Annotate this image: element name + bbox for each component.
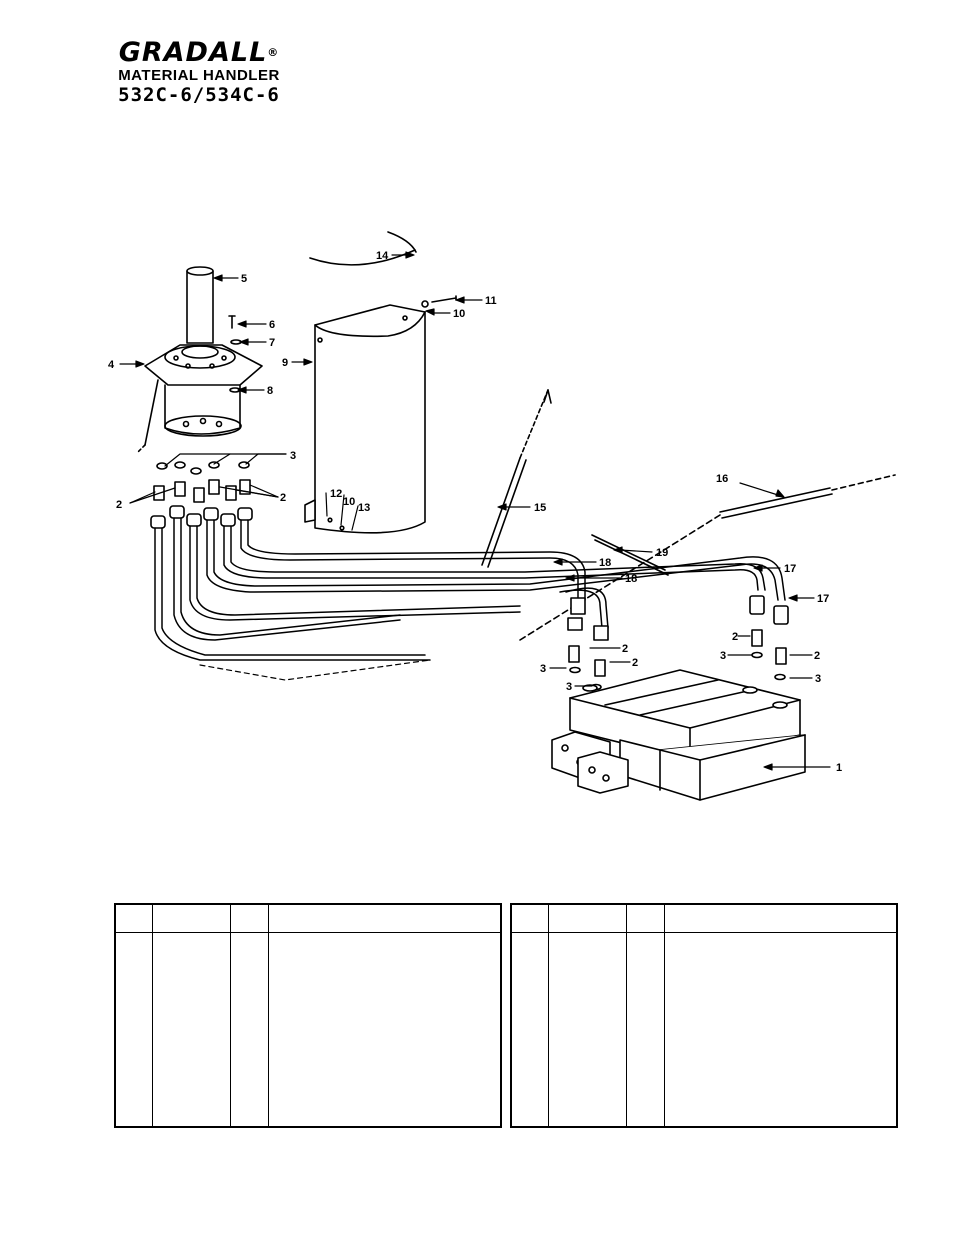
part-17-fittings bbox=[749, 595, 789, 625]
callout-5: 5 bbox=[241, 273, 247, 285]
table-column-divider bbox=[548, 905, 549, 1126]
part-14-retainer bbox=[309, 231, 417, 266]
table-column-divider bbox=[152, 905, 153, 1126]
callout-2c: 2 bbox=[622, 643, 628, 655]
part-4-swivel-base bbox=[137, 344, 263, 453]
hydraulic-lines bbox=[154, 517, 786, 661]
table-header-divider bbox=[512, 932, 896, 933]
part-9-shield bbox=[304, 304, 426, 534]
callout-18: 18 bbox=[599, 557, 611, 569]
part-5-column bbox=[186, 266, 214, 344]
callout-2d: 2 bbox=[632, 657, 638, 669]
part-16-cable bbox=[519, 474, 896, 641]
callout-13: 13 bbox=[358, 502, 370, 514]
callout-2e: 2 bbox=[732, 631, 738, 643]
callout-10: 10 bbox=[453, 308, 465, 320]
table-column-divider bbox=[268, 905, 269, 1126]
table-column-divider bbox=[626, 905, 627, 1126]
callout-14: 14 bbox=[376, 250, 389, 262]
part-11-bolt bbox=[431, 295, 457, 303]
callout-3e: 3 bbox=[815, 673, 821, 685]
part-10-washer bbox=[421, 300, 429, 308]
logo-block: GRADALL® MATERIAL HANDLER 532C-6/534C-6 bbox=[104, 38, 294, 107]
callout-2f: 2 bbox=[814, 650, 820, 662]
table-column-divider bbox=[230, 905, 231, 1126]
callout-4: 4 bbox=[108, 359, 115, 371]
callout-2b: 2 bbox=[280, 492, 286, 504]
parts-table-left bbox=[114, 903, 502, 1128]
registered-mark: ® bbox=[267, 46, 280, 59]
parts-table-right bbox=[510, 903, 898, 1128]
leader-lines bbox=[119, 251, 831, 771]
callout-19: 19 bbox=[656, 547, 668, 559]
callout-16: 16 bbox=[716, 473, 728, 485]
callout-9: 9 bbox=[282, 357, 288, 369]
callout-1: 1 bbox=[836, 762, 842, 774]
callout-12: 12 bbox=[330, 488, 342, 500]
brand-logo: GRADALL® bbox=[104, 38, 294, 68]
part-2-fittings-lower bbox=[568, 629, 787, 677]
table-header-divider bbox=[116, 932, 500, 933]
part-1-control-valve bbox=[551, 669, 806, 801]
callout-2: 2 bbox=[116, 499, 122, 511]
callout-8: 8 bbox=[267, 385, 273, 397]
part-2-fittings-upper bbox=[153, 479, 251, 503]
callout-18b: 18 bbox=[625, 573, 637, 585]
exploded-parts-diagram: 1 2 2 2 2 2 2 3 3 3 3 3 4 5 6 7 8 9 10 1… bbox=[108, 231, 896, 801]
part-3-orings-upper bbox=[156, 461, 250, 475]
brand-name: GRADALL bbox=[118, 37, 268, 68]
callout-3b: 3 bbox=[540, 663, 546, 675]
part-18-fittings bbox=[567, 597, 609, 641]
callout-17b: 17 bbox=[817, 593, 829, 605]
part-15-lever bbox=[481, 389, 552, 568]
product-subtitle: MATERIAL HANDLER bbox=[118, 67, 280, 84]
callout-11: 11 bbox=[485, 295, 497, 307]
callout-7: 7 bbox=[269, 337, 275, 349]
callout-3d: 3 bbox=[720, 650, 726, 662]
callout-6: 6 bbox=[269, 319, 275, 331]
table-column-divider bbox=[664, 905, 665, 1126]
hose-ends bbox=[150, 505, 253, 529]
callout-3c: 3 bbox=[566, 681, 572, 693]
part-6-bolt bbox=[228, 315, 236, 329]
callout-17: 17 bbox=[784, 563, 796, 575]
model-number: 532C-6/534C-6 bbox=[118, 84, 280, 106]
callout-10b: 10 bbox=[343, 496, 355, 508]
callout-3: 3 bbox=[290, 450, 296, 462]
part-19-rod bbox=[591, 534, 669, 576]
callout-15: 15 bbox=[534, 502, 546, 514]
